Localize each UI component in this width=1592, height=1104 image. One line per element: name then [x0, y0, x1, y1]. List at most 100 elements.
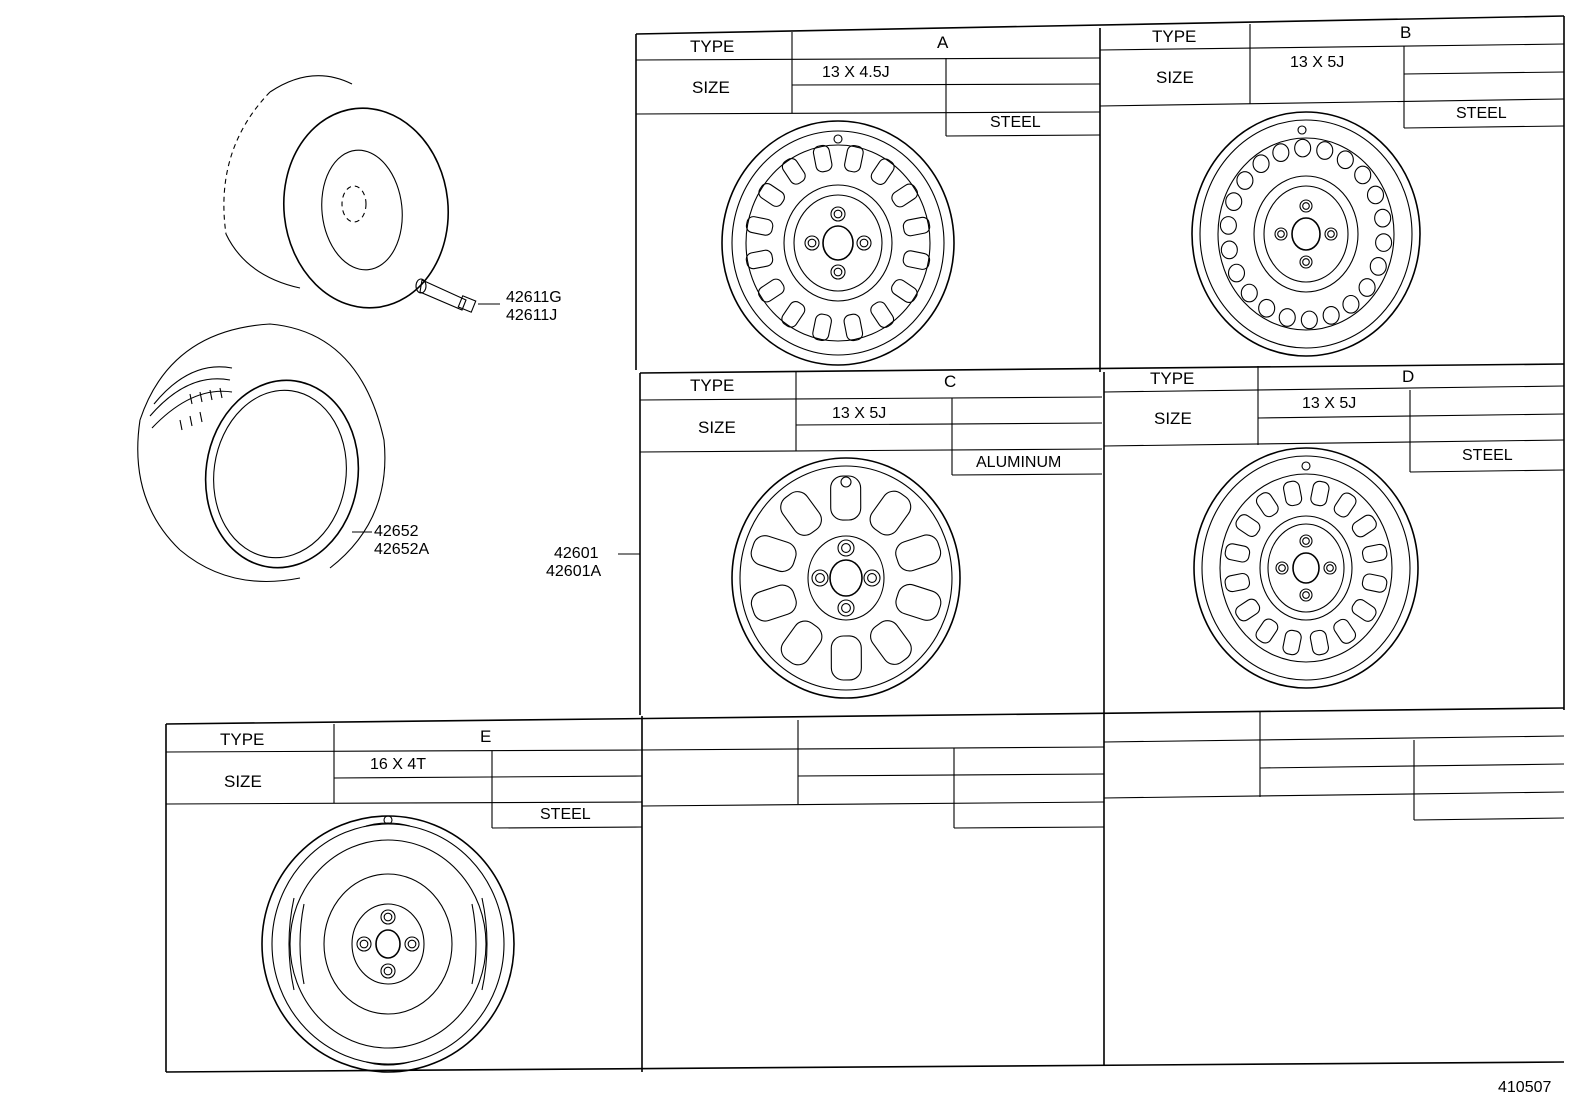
size-value-a: 13 X 4.5J: [822, 64, 890, 81]
wheel-e-lug-hole: [380, 909, 396, 925]
wheel-c-spoke-window: [895, 583, 942, 621]
spec-table-d: TYPE SIZE D 13 X 5J STEEL: [1103, 366, 1565, 473]
part-valve-1: 42611G: [506, 289, 562, 306]
wheel-d-slot: [1224, 572, 1251, 593]
empty-table-middle: [641, 720, 1105, 829]
wheel-b-vent-hole: [1369, 256, 1387, 276]
wheel-e-lug-hole: [380, 963, 396, 979]
wheel-d-slot: [1282, 629, 1302, 656]
part-wheel-2: 42601A: [546, 563, 601, 580]
wheel-c-lug-hole: [841, 543, 851, 553]
size-label-c: SIZE: [698, 418, 736, 437]
type-value-c: C: [944, 372, 956, 391]
wheel-d-slot: [1235, 598, 1261, 622]
material-value-a: STEEL: [990, 114, 1041, 131]
spec-table-a: TYPE SIZE A 13 X 4.5J STEEL: [635, 32, 1101, 137]
material-value-d: STEEL: [1462, 447, 1513, 464]
grid-lines: [165, 15, 1565, 1073]
type-label-a: TYPE: [690, 37, 734, 56]
wheel-a-lug-hole: [833, 209, 843, 219]
type-value-a: A: [937, 33, 949, 52]
wheel-c-lug-hole: [837, 599, 855, 617]
wheel-b-vent-hole: [1225, 192, 1243, 212]
wheel-c-lug-hole: [837, 539, 855, 557]
wheel-a-slot: [891, 183, 919, 208]
type-label-b: TYPE: [1152, 27, 1196, 46]
wheel-a-slot: [812, 313, 832, 342]
part-tire-2: 42652A: [374, 541, 429, 558]
wheel-c-spoke-window: [895, 534, 942, 572]
wheel-a-slot: [757, 278, 785, 303]
wheel-c-drawing: [731, 457, 961, 699]
wheel-rim-drawing: [223, 75, 450, 309]
wheel-c-spoke-window: [750, 584, 797, 622]
material-value-c: ALUMINUM: [976, 454, 1061, 471]
wheel-b-lug-hole: [1299, 199, 1313, 213]
wheel-b-vent-hole: [1252, 154, 1270, 174]
wheel-a-slot: [781, 157, 806, 185]
wheel-b-vent-hole: [1336, 150, 1354, 170]
wheel-d-slot: [1255, 492, 1279, 518]
wheel-c-spoke-window: [780, 620, 823, 666]
wheel-b-vent-hole: [1227, 263, 1246, 283]
wheel-d-lug-hole: [1299, 588, 1313, 602]
part-wheel-1: 42601: [554, 545, 599, 562]
wheel-c-lug-hole: [811, 569, 829, 587]
wheel-d-lug-hole: [1323, 561, 1337, 575]
part-valve-2: 42611J: [506, 307, 557, 324]
wheel-c-spoke-window: [780, 491, 822, 536]
wheel-e-lug-hole: [407, 939, 417, 949]
wheel-a-lug-hole: [804, 235, 820, 251]
wheel-b-lug-hole: [1277, 230, 1285, 238]
wheel-a-slot: [870, 301, 895, 329]
wheel-a-lug-hole: [807, 238, 817, 248]
size-value-c: 13 X 5J: [832, 405, 886, 422]
spec-table-e: TYPE SIZE E 16 X 4T STEEL: [165, 724, 643, 829]
type-label-d: TYPE: [1150, 369, 1194, 388]
wheel-b-vent-hole: [1322, 306, 1340, 325]
wheel-e-lug-hole: [356, 936, 372, 952]
wheel-a-slot: [844, 144, 864, 173]
wheel-a-slot: [870, 158, 895, 185]
type-label-c: TYPE: [690, 376, 734, 395]
wheel-d-lug-hole: [1302, 537, 1310, 545]
wheel-e-drawing: [261, 815, 515, 1073]
spec-table-c: TYPE SIZE C 13 X 5J ALUMINUM: [639, 372, 1103, 476]
wheel-a-slot: [812, 144, 833, 173]
wheel-e-lug-hole: [359, 939, 369, 949]
wheel-d-lug-hole: [1299, 534, 1313, 548]
wheel-b-vent-hole: [1220, 240, 1238, 260]
wheel-d-lug-hole: [1275, 561, 1289, 575]
wheel-a-lug-hole: [859, 238, 869, 248]
wheel-a-slot: [902, 250, 931, 270]
wheel-b-vent-hole: [1272, 143, 1290, 162]
wheel-b-vent-hole: [1358, 278, 1376, 297]
material-value-e: STEEL: [540, 806, 591, 823]
wheel-a-slot: [781, 301, 806, 328]
wheel-d-slot: [1309, 629, 1329, 656]
size-label-e: SIZE: [224, 772, 262, 791]
wheel-d-slot: [1361, 543, 1388, 564]
wheel-a-lug-hole: [830, 206, 846, 222]
wheel-b-vent-hole: [1236, 171, 1254, 190]
wheel-a-lug-hole: [833, 267, 843, 277]
wheel-b-vent-hole: [1300, 310, 1318, 330]
wheel-a-slot: [902, 216, 931, 237]
wheel-b-lug-hole: [1302, 258, 1310, 266]
wheel-c-lug-hole: [863, 569, 881, 587]
wheel-e-lug-hole: [404, 936, 420, 952]
wheel-d-slot: [1235, 514, 1261, 537]
wheel-b-lug-hole: [1324, 227, 1338, 241]
wheel-b-lug-hole: [1302, 202, 1310, 210]
size-value-d: 13 X 5J: [1302, 395, 1356, 412]
wheel-b-vent-hole: [1366, 185, 1385, 205]
wheel-c-spoke-window: [830, 635, 862, 681]
wheel-d-drawing: [1193, 447, 1419, 689]
wheel-c-spoke-window: [830, 475, 862, 521]
size-value-b: 13 X 5J: [1290, 54, 1344, 71]
type-value-e: E: [480, 727, 491, 746]
size-label-d: SIZE: [1154, 409, 1192, 428]
wheel-d-slot: [1361, 573, 1388, 593]
wheel-d-lug-hole: [1278, 564, 1286, 572]
